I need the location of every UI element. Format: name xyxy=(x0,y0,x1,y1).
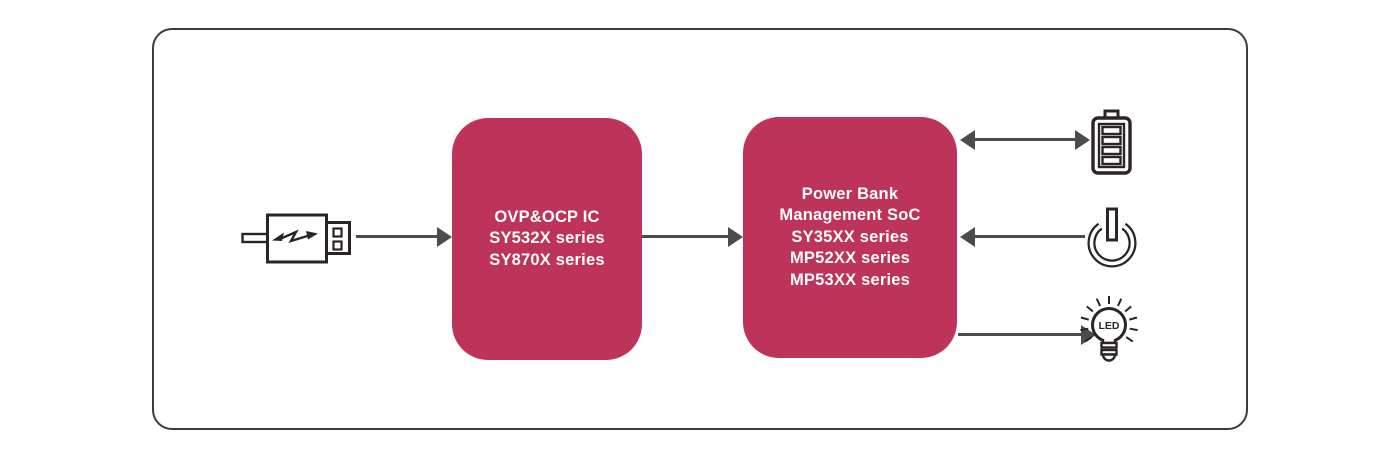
arrowhead-usb-to-ovp xyxy=(437,227,452,247)
node-line: SY532X series xyxy=(489,229,605,248)
node-line: SY870X series xyxy=(489,250,605,269)
node-line: MP53XX series xyxy=(789,270,910,289)
node-line: Power Bank xyxy=(801,184,899,203)
arrowhead-ovp-to-soc xyxy=(728,227,743,247)
node-line: MP52XX series xyxy=(789,249,910,268)
arrow-usb-to-ovp xyxy=(356,235,438,238)
arrowhead-battery-right xyxy=(1075,130,1090,150)
node-line: OVP&OCP IC xyxy=(494,207,600,226)
arrow-soc-battery xyxy=(973,138,1077,141)
node-power-bank-soc: Power Bank Management SoC SY35XX series … xyxy=(743,117,957,358)
node-ovp-ocp-ic: OVP&OCP IC SY532X series SY870X series xyxy=(452,118,642,360)
arrow-power-to-soc xyxy=(973,235,1085,238)
led-bulb-icon: LED xyxy=(1080,296,1138,362)
led-label: LED xyxy=(1099,320,1120,332)
arrow-ovp-to-soc xyxy=(642,235,729,238)
battery-icon xyxy=(1091,109,1132,175)
node-line: Management SoC xyxy=(779,206,921,225)
arrowhead-power-to-soc xyxy=(960,227,975,247)
arrow-soc-to-led xyxy=(958,333,1081,336)
arrowhead-battery-left xyxy=(960,130,975,150)
node-line: SY35XX series xyxy=(791,227,909,246)
power-button-icon xyxy=(1087,207,1137,268)
usb-charger-icon xyxy=(241,213,351,264)
